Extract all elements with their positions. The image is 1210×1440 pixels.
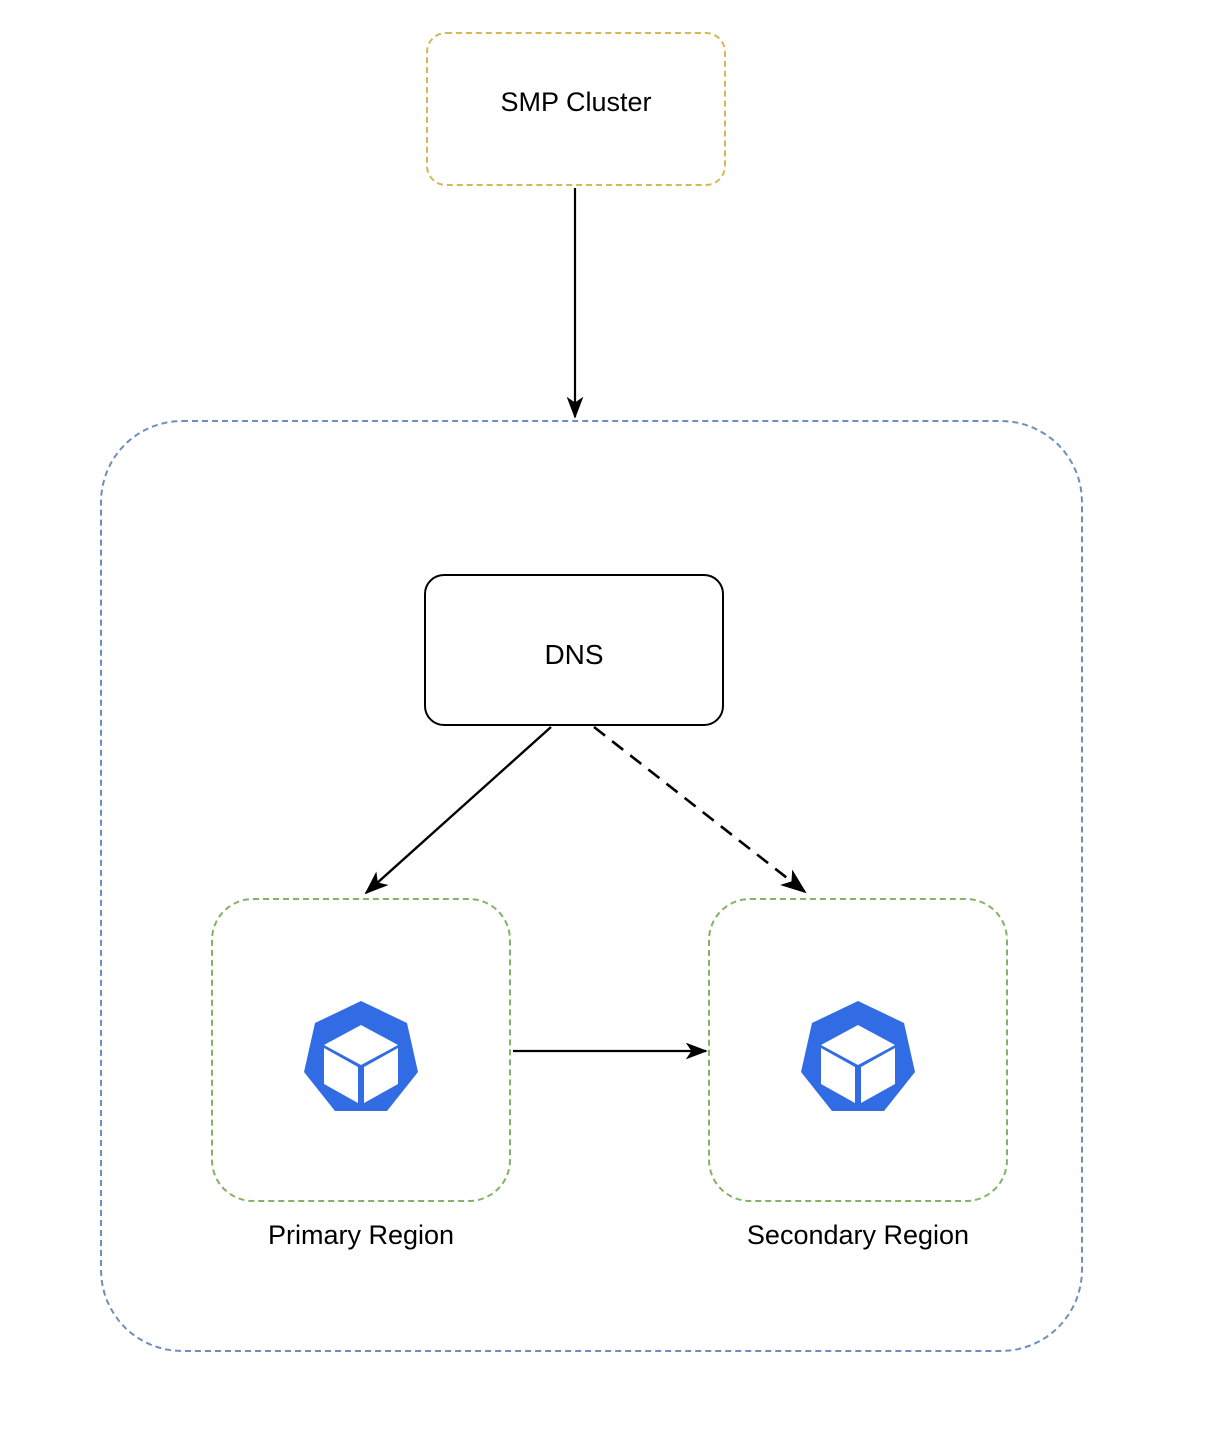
secondary-region-box[interactable] (708, 898, 1008, 1202)
dns-box[interactable]: DNS (424, 574, 724, 726)
smp-cluster-box[interactable]: SMP Cluster (426, 32, 726, 186)
primary-region-box[interactable] (211, 898, 511, 1202)
secondary-region-label: Secondary Region (746, 1220, 970, 1250)
primary-region-label: Primary Region (267, 1220, 455, 1250)
dns-label: DNS (544, 639, 604, 670)
smp-cluster-label: SMP Cluster (500, 87, 652, 117)
cloud-container-box[interactable] (100, 420, 1083, 1352)
kubernetes-icon (304, 1001, 418, 1111)
kubernetes-icon (801, 1001, 915, 1111)
